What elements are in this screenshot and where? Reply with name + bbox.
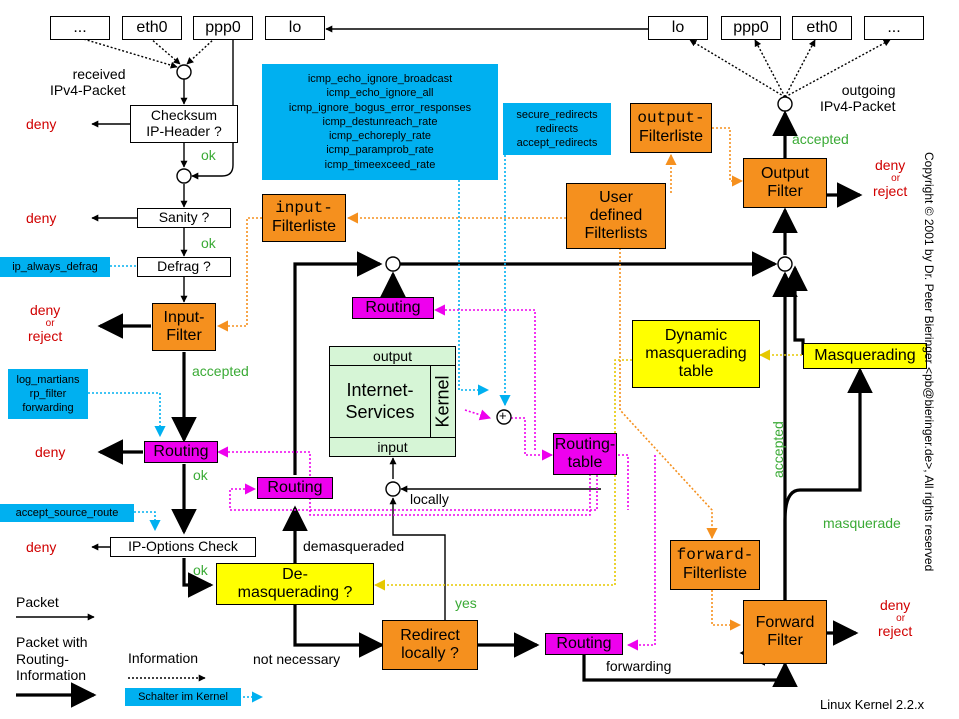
out-if-eth0: eth0 <box>792 16 852 40</box>
input-filterliste: input-Filterliste <box>262 194 346 242</box>
in-if-dots: ... <box>50 16 110 40</box>
ok-routing: ok <box>193 467 208 483</box>
junction-received <box>176 64 192 80</box>
junctions <box>176 64 793 497</box>
sanity-box: Sanity ? <box>137 208 231 228</box>
not-necessary-label: not necessary <box>253 651 341 667</box>
forward-filterliste: forward-Filterliste <box>670 540 760 590</box>
out-if-lo: lo <box>648 16 708 40</box>
masquerading-box: Masquerading <box>803 343 927 369</box>
packet-thick-edges <box>97 110 873 688</box>
accepted-output: accepted <box>792 131 849 147</box>
legend-information: Information <box>128 650 199 666</box>
in-if-eth0: eth0 <box>122 16 182 40</box>
in-if-ppp0: ppp0 <box>193 16 253 40</box>
demasqueraded-label: demasqueraded <box>303 538 405 554</box>
forwarding-label: forwarding <box>606 658 672 674</box>
switch-edges <box>88 155 511 703</box>
junction-output <box>777 256 793 272</box>
version-label: Linux Kernel 2.2.x <box>820 697 925 712</box>
input-filter: Input-Filter <box>152 303 216 351</box>
kernel-label: Kernel <box>430 366 455 437</box>
junction-outgoing <box>777 96 793 112</box>
deny-ipoptions: deny <box>26 539 57 555</box>
junction-plus <box>496 409 512 425</box>
routing-edges <box>216 304 656 651</box>
deny-sanity: deny <box>26 210 57 226</box>
deny-checksum: deny <box>26 116 57 132</box>
ipoptions-box: IP-Options Check <box>110 537 256 557</box>
ok-checksum: ok <box>201 147 216 163</box>
outgoing-label: outgoing IPv4-Packet <box>820 82 896 114</box>
in-if-lo: lo <box>265 16 325 40</box>
out-if-dots: ... <box>864 16 924 40</box>
plus-sign: + <box>499 408 507 423</box>
legend-schalter: Schalter im Kernel <box>125 688 241 706</box>
junction-locally <box>385 481 401 497</box>
routing-input: Routing <box>144 441 218 463</box>
legend-packet: Packet <box>16 594 59 610</box>
yes-label: yes <box>455 595 477 611</box>
masquerade-label: masquerade <box>823 515 901 531</box>
ok-sanity: ok <box>201 235 216 251</box>
routing-locally: Routing <box>257 477 333 499</box>
junction-lo <box>176 168 192 184</box>
deny-routing: deny <box>35 444 66 460</box>
services-input-label: input <box>377 439 408 455</box>
demasquerading-box: De-masquerading ? <box>216 563 374 605</box>
output-filterliste: output-Filterliste <box>630 103 712 153</box>
defrag-box: Defrag ? <box>137 257 231 277</box>
services-name: Internet-Services <box>345 379 415 422</box>
internet-services-block: output Internet-Services Kernel input <box>329 346 456 457</box>
junction-routing <box>385 256 401 272</box>
routing-table: Routing-table <box>553 433 617 475</box>
accepted-input: accepted <box>192 363 249 379</box>
accept-source-route-switch: accept_source_route <box>0 504 134 522</box>
received-label: received IPv4-Packet <box>50 66 126 98</box>
routing-forward: Routing <box>545 633 623 655</box>
incoming-dotted-edges <box>79 37 891 98</box>
routing-output: Routing <box>352 297 434 319</box>
legend-lines <box>16 613 206 708</box>
services-output-label: output <box>330 347 455 366</box>
filterlist-edges <box>216 127 744 631</box>
ip-always-defrag-switch: ip_always_defrag <box>0 257 110 277</box>
ok-ipoptions: ok <box>193 562 208 578</box>
locally-label: locally <box>410 491 449 507</box>
out-if-ppp0: ppp0 <box>721 16 781 40</box>
